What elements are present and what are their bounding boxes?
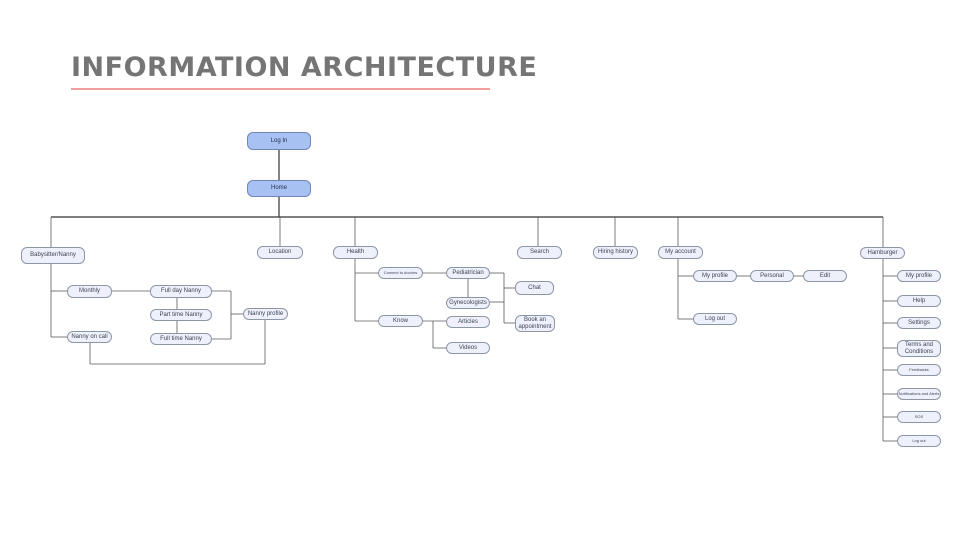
- node-edit: Edit: [803, 270, 847, 282]
- node-nanny-profile: Nanny profile: [243, 308, 288, 320]
- node-help: Help: [897, 295, 941, 307]
- node-feedbacks: Feedbacks: [897, 364, 941, 376]
- node-hamburger-my-profile: My profile: [897, 270, 941, 282]
- node-videos: Videos: [446, 342, 490, 354]
- node-monthly: Monthly: [67, 285, 112, 298]
- node-gynecologists: Gynecologists: [446, 297, 490, 309]
- node-hamburger: Hamburger: [860, 247, 905, 259]
- node-personal: Personal: [750, 270, 794, 282]
- node-part-time-nanny: Part time Nanny: [150, 309, 212, 321]
- title-underline: [71, 88, 490, 90]
- node-hiring-history: Hiring history: [593, 246, 638, 259]
- node-settings: Settings: [897, 317, 941, 329]
- node-health: Health: [333, 246, 378, 259]
- node-know: Know: [378, 315, 423, 327]
- node-search: Search: [517, 246, 562, 259]
- node-full-day-nanny: Full day Nanny: [150, 285, 212, 298]
- node-chat: Chat: [515, 281, 554, 295]
- node-book-an-appointment: Book an appointment: [515, 315, 555, 332]
- node-sos: SOS: [897, 411, 941, 423]
- node-home: Home: [247, 180, 311, 197]
- node-hamburger-log-out: Log out: [897, 435, 941, 447]
- page-title: INFORMATION ARCHITECTURE: [71, 52, 538, 83]
- node-terms-and-conditions: Terms and Conditions: [897, 340, 941, 357]
- node-login: Log In: [247, 132, 311, 150]
- node-pediatrician: Pediatrician: [446, 267, 490, 279]
- node-account-log-out: Log out: [693, 313, 737, 325]
- node-location: Location: [257, 246, 303, 259]
- node-connect-to-doctors: Connect to doctors: [378, 267, 423, 279]
- node-articles: Articles: [446, 316, 490, 328]
- node-account-my-profile: My profile: [693, 270, 737, 282]
- node-notifications-and-alerts: Notifications and Alerts: [897, 388, 941, 400]
- node-nanny-on-call: Nanny on call: [67, 331, 112, 343]
- node-full-time-nanny: Full time Nanny: [150, 333, 212, 345]
- node-my-account: My account: [658, 246, 703, 259]
- node-babysitter-nanny: Babysitter/Nanny: [21, 247, 85, 264]
